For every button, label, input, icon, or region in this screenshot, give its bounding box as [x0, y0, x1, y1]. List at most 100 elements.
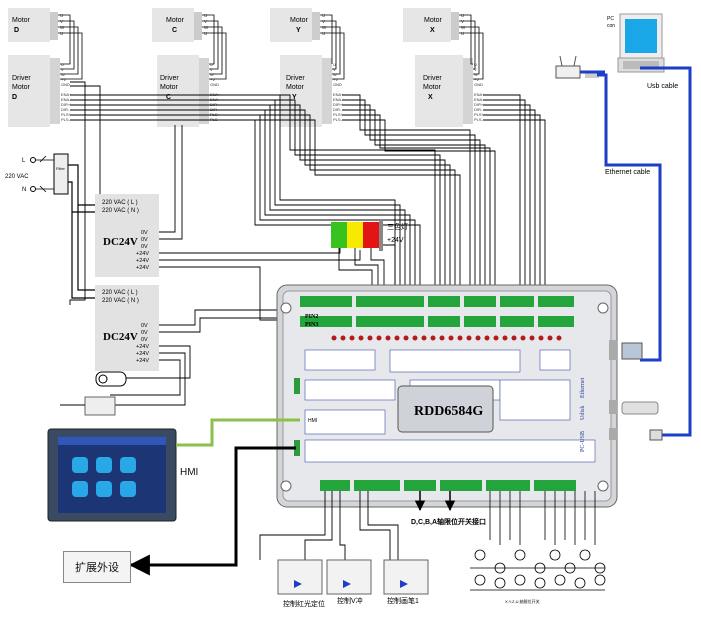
motor-y-label: Motor: [290, 17, 309, 24]
output-label-1: 控制红光定位: [283, 599, 325, 608]
lamp-wires: [338, 244, 396, 296]
svg-text:U: U: [210, 62, 213, 67]
svg-text:0V: 0V: [141, 237, 148, 243]
svg-text:DIR-: DIR-: [333, 107, 342, 112]
motor-x-box: [403, 8, 451, 42]
pcusb-port-label: PC-USB: [580, 431, 586, 452]
svg-text:ENA+: ENA+: [210, 92, 221, 97]
driver-d-line2: Motor: [12, 84, 31, 91]
svg-text:0V: 0V: [141, 244, 148, 250]
router-icon: [555, 55, 599, 79]
pc-label: PC: [607, 16, 614, 22]
svg-text:0V: 0V: [141, 337, 148, 343]
motor-d-label: Motor: [12, 17, 31, 24]
svg-text:0V: 0V: [141, 230, 148, 236]
svg-text:+V: +V: [210, 77, 215, 82]
psu-2: 220 VAC ( L ) 220 VAC ( N ) DC24V 0V 0V …: [95, 285, 159, 371]
svg-text:GND: GND: [210, 82, 219, 87]
driver-y-box: [280, 55, 322, 127]
svg-text:+24V: +24V: [136, 258, 149, 264]
expansion-peripheral-box: 扩展外设: [63, 551, 131, 583]
driver-x-line1: Driver: [423, 75, 442, 82]
svg-text:W: W: [461, 25, 466, 30]
svg-text:PLS+: PLS+: [210, 112, 221, 117]
svg-text:PLS-: PLS-: [333, 117, 343, 122]
svg-text:ENA+: ENA+: [61, 92, 72, 97]
svg-text:+24V: +24V: [136, 344, 149, 350]
svg-text:ENA-: ENA-: [210, 97, 220, 102]
svg-text:U: U: [61, 62, 64, 67]
svg-text:W: W: [210, 72, 214, 77]
filter-box: [53, 153, 69, 195]
pc-group: PC con Usb cable Ethernet cable: [555, 13, 678, 176]
svg-text:+V: +V: [333, 77, 338, 82]
expand-arrow: [128, 446, 296, 576]
svg-text:W: W: [333, 72, 337, 77]
ethernet-cable-label: Ethernet cable: [605, 169, 650, 176]
e-stop-components: [60, 371, 127, 416]
hmi-label: HMI: [180, 467, 199, 478]
limit-switch-array: [470, 491, 606, 591]
svg-text:V: V: [60, 19, 63, 24]
svg-text:ENA-: ENA-: [61, 97, 71, 102]
psu2-title: DC24V: [103, 331, 138, 343]
driver-y-letter: Y: [292, 94, 297, 101]
output-relays: [277, 559, 429, 595]
output-label-3: 控制画笔1: [387, 596, 419, 605]
limit-arrows: [414, 491, 456, 512]
svg-text:V: V: [461, 19, 464, 24]
svg-text:U: U: [204, 31, 207, 36]
motor-driver-wires: [58, 14, 484, 80]
svg-text:GND: GND: [474, 82, 483, 87]
udisk-stick: [621, 401, 659, 415]
ac-wires: [68, 164, 98, 299]
svg-text:GND: GND: [333, 82, 342, 87]
driver-y-line2: Motor: [286, 84, 305, 91]
lamp-voltage: +24V: [387, 237, 404, 244]
svg-text:U: U: [322, 13, 325, 18]
svg-text:+24V: +24V: [136, 251, 149, 257]
svg-text:W: W: [474, 72, 478, 77]
svg-text:220 VAC ( N ): 220 VAC ( N ): [102, 208, 139, 214]
svg-text:+24V: +24V: [136, 358, 149, 364]
svg-text:PLS-: PLS-: [61, 117, 71, 122]
svg-text:ENA+: ENA+: [474, 92, 485, 97]
driver-d-letter: D: [12, 94, 17, 101]
driver-c-line1: Driver: [160, 75, 179, 82]
svg-text:U: U: [461, 13, 464, 18]
controller-board: PIN2 PIN3 RDD6584G HMI Ethernet Udisk PC…: [276, 284, 618, 508]
usb-cable-label: Usb cable: [647, 83, 678, 90]
svg-text:U: U: [60, 31, 63, 36]
svg-text:220 VAC ( N ): 220 VAC ( N ): [102, 298, 139, 304]
svg-text:PLS+: PLS+: [474, 112, 485, 117]
output-wires: [259, 491, 399, 560]
motor-c-box: [152, 8, 194, 42]
driver-x-letter: X: [428, 94, 433, 101]
driver-d-box: [8, 55, 50, 127]
svg-text:+24V: +24V: [136, 265, 149, 271]
hmi-port-label: HMI: [308, 418, 317, 424]
pin2-label: PIN2: [305, 314, 318, 320]
svg-text:DIR+: DIR+: [61, 102, 71, 107]
driver-x-line2: Motor: [423, 84, 442, 91]
xy-limit-label: X,Y,Z,U,轴限位开关: [505, 598, 540, 604]
udisk-port-label: Udisk: [580, 406, 586, 420]
svg-text:U: U: [204, 13, 207, 18]
svg-text:220 VAC ( L ): 220 VAC ( L ): [102, 290, 138, 296]
svg-text:V: V: [333, 67, 336, 72]
controller-model: RDD6584G: [414, 404, 483, 419]
svg-text:U: U: [322, 31, 325, 36]
driver-c-box: [157, 55, 199, 127]
svg-text:V: V: [204, 19, 207, 24]
hmi-panel: [47, 428, 177, 522]
hmi-cable: [176, 418, 300, 447]
motor-c-letter: C: [172, 27, 177, 34]
filter-label: Filter: [56, 166, 66, 171]
svg-text:V: V: [61, 67, 64, 72]
svg-text:U: U: [474, 62, 477, 67]
driver-y-line1: Driver: [286, 75, 305, 82]
svg-text:PLS+: PLS+: [333, 112, 344, 117]
ac-input-group: L 220 VAC N Filter: [5, 153, 69, 195]
